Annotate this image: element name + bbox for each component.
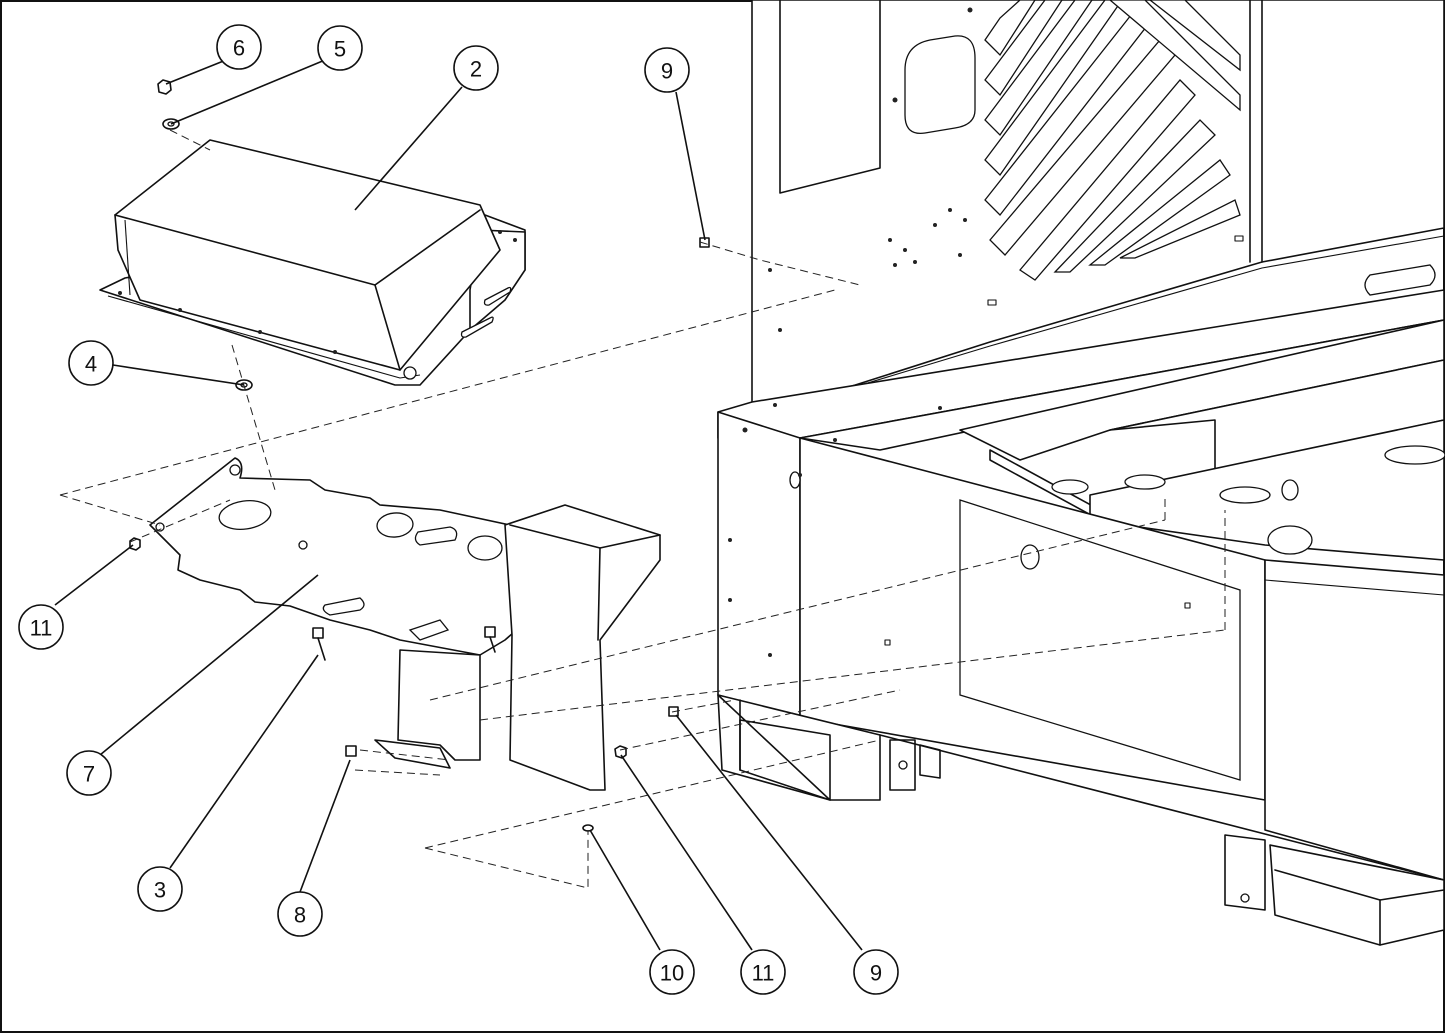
callout-circle <box>277 891 323 937</box>
callout-circle <box>740 949 786 995</box>
assembly-dashed-lines <box>59 129 1226 889</box>
callout-c11b: 11 <box>740 949 786 995</box>
callout-c7: 7 <box>66 750 112 796</box>
callout-label: 8 <box>294 903 306 928</box>
callout-c3: 3 <box>137 866 183 912</box>
callout-label: 6 <box>233 36 245 61</box>
enclosure-body <box>114 139 501 371</box>
mounting-tab-right <box>1224 834 1266 911</box>
cabinet-louvers <box>984 0 1241 281</box>
screw-3 <box>312 627 324 639</box>
base-left-side <box>717 411 801 719</box>
panel-cutout <box>779 0 881 194</box>
callout-circle <box>18 604 64 650</box>
callout-c2: 2 <box>453 45 499 91</box>
callout-label: 11 <box>30 616 53 641</box>
callout-circle <box>853 949 899 995</box>
callout-c8: 8 <box>277 891 323 937</box>
callout-label: 7 <box>83 762 95 787</box>
callout-c6: 6 <box>216 24 262 70</box>
base-skid-left <box>717 694 881 801</box>
screw-8 <box>345 745 357 757</box>
callout-circle <box>453 45 499 91</box>
callout-c5: 5 <box>317 25 363 71</box>
callout-label: 5 <box>334 37 346 62</box>
callout-label: 11 <box>752 961 775 986</box>
bracket-lower-leg <box>397 649 481 761</box>
callout-c10: 10 <box>649 949 695 995</box>
part-2-enclosure <box>99 139 526 386</box>
callout-circle <box>66 750 112 796</box>
callout-label: 9 <box>870 961 882 986</box>
callout-label: 3 <box>154 878 166 903</box>
callout-label: 10 <box>660 961 684 986</box>
machine-cabinet <box>717 0 1445 946</box>
callout-label: 4 <box>85 352 97 377</box>
callout-circle <box>68 340 114 386</box>
bracket-support-tower <box>504 504 661 791</box>
callout-c11a: 11 <box>18 604 64 650</box>
callout-c9b: 9 <box>853 949 899 995</box>
panel-oval-opening <box>904 35 976 135</box>
nut-11-right <box>614 745 627 759</box>
callout-circle <box>644 47 690 93</box>
callout-circle <box>317 25 363 71</box>
callouts <box>54 59 863 951</box>
part-3-mounting-bracket <box>149 457 661 791</box>
base-skid-right <box>1269 844 1445 946</box>
callout-c9a: 9 <box>644 47 690 93</box>
base-front-window <box>959 499 1241 781</box>
callout-c4: 4 <box>68 340 114 386</box>
callout-circle <box>216 24 262 70</box>
callout-circle <box>649 949 695 995</box>
callout-label: 9 <box>661 59 673 84</box>
callout-circle <box>137 866 183 912</box>
callout-circles: 6 5 2 9 4 11 7 3 8 10 11 9 <box>18 24 899 995</box>
callout-label: 2 <box>470 57 482 82</box>
